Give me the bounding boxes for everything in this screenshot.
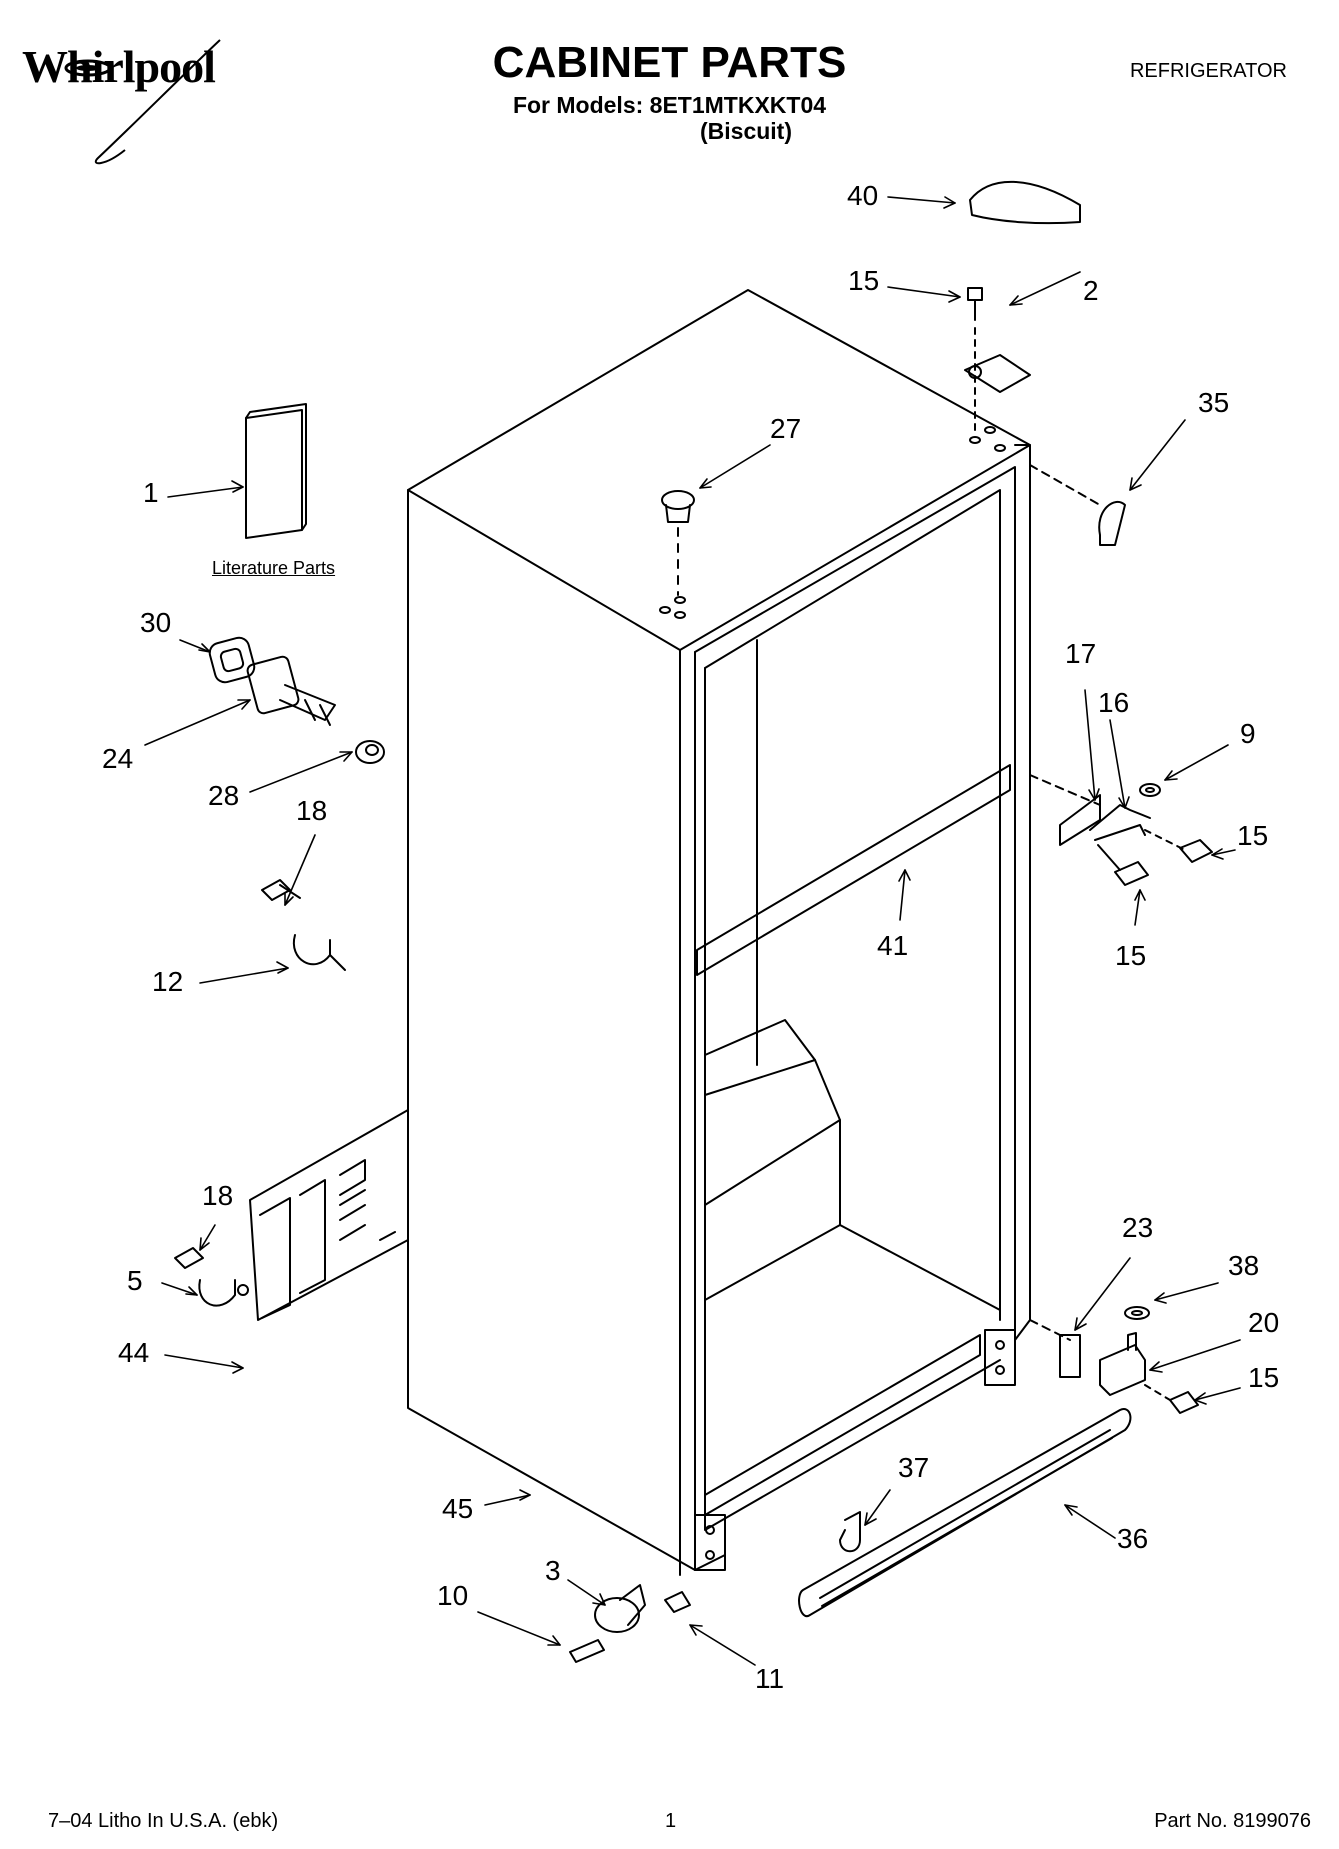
callout-38: 38 (1228, 1250, 1260, 1281)
callout-12: 12 (152, 966, 184, 997)
callout-37: 37 (898, 1452, 930, 1483)
footer-page-number: 1 (665, 1810, 677, 1832)
callout-11: 11 (755, 1663, 785, 1694)
callout-44: 44 (118, 1337, 150, 1368)
part-37-clip (839, 1511, 861, 1553)
callout-28: 28 (208, 780, 240, 811)
callout-3: 3 (545, 1555, 561, 1586)
callout-18-lower: 18 (202, 1180, 234, 1211)
product-type: REFRIGERATOR (1129, 60, 1287, 82)
part-27-plug (661, 490, 695, 596)
footer-part-number: Part No. 8199076 (1154, 1810, 1311, 1832)
part-30-gasket (208, 636, 256, 684)
part-35-cap (1098, 500, 1126, 546)
callout-15-mid-lower: 15 (1115, 940, 1147, 971)
part-24-plunger (246, 655, 336, 726)
callout-leaders (144, 196, 1241, 1666)
callout-15-top: 15 (848, 265, 880, 296)
part-10-axle (569, 1639, 605, 1663)
part-2-top-hinge (964, 287, 1031, 431)
callout-30: 30 (140, 607, 172, 638)
part-20-bottom-hinge (1029, 1306, 1199, 1414)
logo-swoosh (64, 39, 221, 165)
page-title: CABINET PARTS (492, 38, 847, 87)
part-1-literature (245, 403, 307, 539)
brand-logo: Whirlpool (22, 40, 216, 93)
callout-18-upper: 18 (296, 795, 328, 826)
model-color: (Biscuit) (700, 118, 792, 144)
models-line: For Models: 8ET1MTKXKT04 (512, 92, 827, 118)
callout-36: 36 (1117, 1523, 1149, 1554)
callout-24: 24 (102, 743, 134, 774)
part-28-grommet (355, 740, 385, 764)
callout-27: 27 (770, 413, 802, 444)
callout-45: 45 (442, 1493, 474, 1524)
part-40-hinge-cover (969, 180, 1081, 225)
cabinet-45 (407, 289, 1031, 1576)
brand-wordmark: Whirlpool (22, 41, 216, 92)
part-3-roller-bracket (594, 1584, 646, 1633)
callout-23: 23 (1122, 1212, 1154, 1243)
part-17-16-9-hinge-parts (1029, 774, 1213, 886)
callout-41: 41 (877, 930, 909, 961)
part-12-clip (261, 879, 346, 971)
callout-17: 17 (1065, 638, 1097, 669)
footer-litho: 7–04 Litho In U.S.A. (ebk) (48, 1810, 279, 1832)
part-44-grille-panel (249, 1109, 409, 1321)
part-11-screw (664, 1591, 691, 1613)
part-5-clip (174, 1247, 249, 1307)
callout-40: 40 (847, 180, 879, 211)
callout-35: 35 (1198, 387, 1230, 418)
callout-9: 9 (1240, 718, 1256, 749)
callout-2: 2 (1083, 275, 1099, 306)
callout-10: 10 (437, 1580, 469, 1611)
callout-20: 20 (1248, 1307, 1280, 1338)
callout-15-mid-right: 15 (1237, 820, 1269, 851)
callout-16: 16 (1098, 687, 1130, 718)
callout-15-bottom: 15 (1248, 1362, 1280, 1393)
literature-parts-label: Literature Parts (212, 558, 336, 578)
part-36-toe-grille (798, 1408, 1132, 1618)
callout-5: 5 (127, 1265, 143, 1296)
callout-1: 1 (143, 477, 159, 508)
